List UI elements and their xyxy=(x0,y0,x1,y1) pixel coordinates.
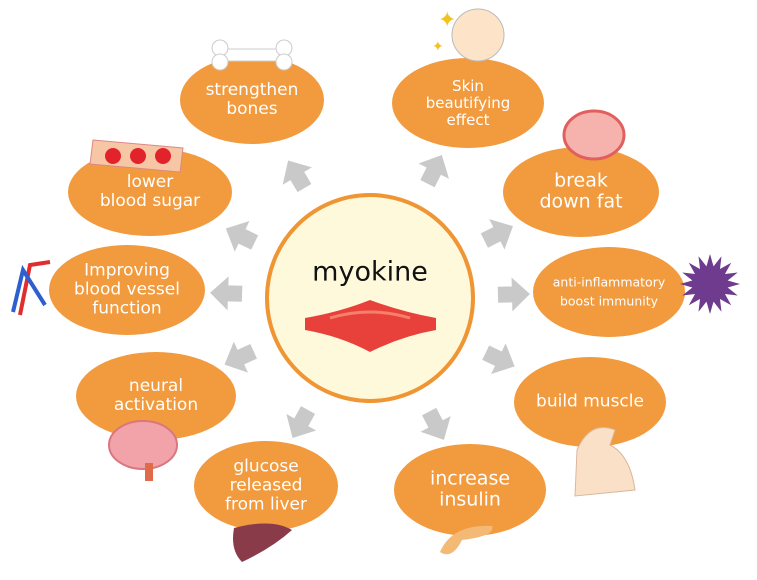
virus-icon xyxy=(680,254,740,314)
arrow-icon xyxy=(420,407,451,440)
brain xyxy=(108,420,178,470)
label-line: anti-inflammatory xyxy=(552,274,666,290)
label-line: beautifying xyxy=(425,93,511,112)
arrow-shape xyxy=(225,221,259,252)
label-line: Improving xyxy=(84,260,170,281)
arrow-shape xyxy=(482,343,515,375)
red-cell xyxy=(130,148,146,164)
label-line: activation xyxy=(113,395,199,415)
fat-cell xyxy=(562,109,626,161)
bone-shaft xyxy=(221,48,283,62)
arrow-shape xyxy=(480,219,513,250)
bubble-blood-vessel xyxy=(49,245,205,335)
pancreas xyxy=(440,525,493,555)
arrow-icon xyxy=(480,219,513,250)
muscle-icon xyxy=(305,300,436,352)
label-line: break xyxy=(554,169,608,192)
label-line: strengthen xyxy=(205,79,299,100)
label-line: increase xyxy=(429,467,511,490)
label-line: blood vessel xyxy=(74,279,180,300)
label-line: Skin xyxy=(452,76,484,95)
label-line: boost immunity xyxy=(559,293,659,308)
arrow-icon xyxy=(482,343,515,375)
face xyxy=(451,8,505,62)
arrow-shape xyxy=(210,276,243,311)
sparkle: ✦ xyxy=(438,8,456,33)
liver xyxy=(233,523,292,562)
label-build-muscle: build muscle xyxy=(536,392,644,411)
blood-vessel-icon xyxy=(11,260,51,316)
arrow-shape xyxy=(224,341,257,373)
arrow-icon xyxy=(286,406,317,439)
arrow-icon xyxy=(282,160,312,193)
bone-knob xyxy=(275,53,293,71)
label-anti-inflammatory: anti-inflammatory boost immunity xyxy=(553,273,666,311)
bone-knob xyxy=(211,53,229,71)
bubble-anti-inflammatory xyxy=(533,247,685,337)
label-line: from liver xyxy=(225,494,307,515)
vein xyxy=(11,264,47,313)
label-line: neural xyxy=(128,375,184,396)
arrow-shape xyxy=(286,406,317,439)
artery xyxy=(18,260,51,316)
bubble-break-down-fat xyxy=(503,147,659,237)
bubble-strengthen-bones xyxy=(180,56,324,144)
brainstem xyxy=(145,463,153,481)
label-line: lower xyxy=(126,171,174,192)
arrow-shape xyxy=(282,160,312,193)
label-line: down fat xyxy=(539,191,623,213)
flexed-arm-icon xyxy=(574,427,636,497)
red-cell xyxy=(105,148,121,164)
bone-icon xyxy=(211,39,293,71)
arrow-icon xyxy=(224,341,257,373)
sparkle: ✦ xyxy=(432,39,444,55)
red-cell xyxy=(155,148,171,164)
arm xyxy=(574,427,636,497)
label-line: blood sugar xyxy=(99,191,201,211)
arrow-shape xyxy=(497,277,530,312)
label-line: function xyxy=(92,298,162,319)
muscle-shape xyxy=(305,300,436,352)
arrow-icon xyxy=(210,276,243,311)
arrow-shape xyxy=(420,407,451,440)
label-line: insulin xyxy=(439,489,501,511)
label-line: released xyxy=(229,475,303,496)
label-line: bones xyxy=(226,99,278,119)
arrow-shape xyxy=(418,155,449,188)
label-line: effect xyxy=(446,110,490,129)
face-sparkle-icon: ✦✦ xyxy=(432,8,505,62)
blood-cells-icon xyxy=(89,139,184,173)
label-line: build muscle xyxy=(536,391,644,412)
fat-cell-icon xyxy=(562,109,626,161)
bubble-glucose-liver xyxy=(194,441,338,531)
arrow-icon xyxy=(418,155,449,188)
center-title: myokine xyxy=(312,256,428,288)
muscle-stripe xyxy=(329,310,411,320)
brain-icon xyxy=(108,420,178,481)
pancreas-icon xyxy=(440,525,493,555)
bubble-skin-beautifying xyxy=(392,58,544,148)
virus-body xyxy=(680,254,740,314)
arrow-icon xyxy=(497,277,530,312)
bubble-neural-activation xyxy=(76,352,236,440)
center-circle xyxy=(265,193,475,403)
bubble-increase-insulin xyxy=(394,444,546,536)
bubble-lower-blood-sugar xyxy=(68,148,232,236)
label-line: glucose xyxy=(233,456,299,477)
liver-icon xyxy=(233,523,292,562)
arrow-icon xyxy=(225,221,259,252)
bubble-build-muscle xyxy=(514,357,666,447)
